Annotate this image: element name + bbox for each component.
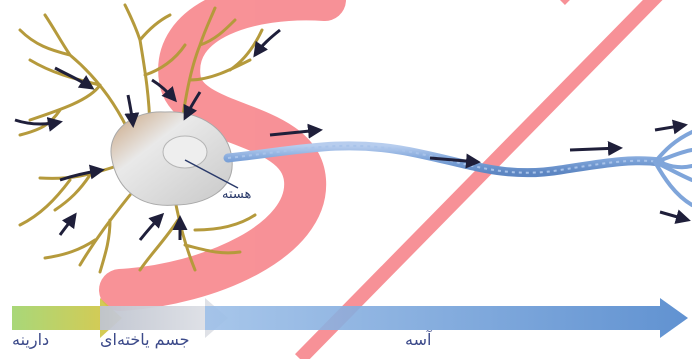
axon-bar <box>205 298 688 338</box>
arrow-icon <box>60 170 102 180</box>
axon-label: آسه <box>405 330 431 349</box>
dendrite-label: دارینه <box>12 330 49 349</box>
cell-body-label: جسم یاخته‌ای <box>100 330 190 349</box>
arrow-icon <box>140 215 162 240</box>
arrow-icon <box>570 148 620 150</box>
nucleus-label: هسته <box>222 187 251 202</box>
arrow-icon <box>655 125 685 130</box>
axon-terminals <box>655 132 692 205</box>
arrow-icon <box>660 212 688 220</box>
nucleus <box>163 136 207 168</box>
arrow-icon <box>60 215 75 235</box>
